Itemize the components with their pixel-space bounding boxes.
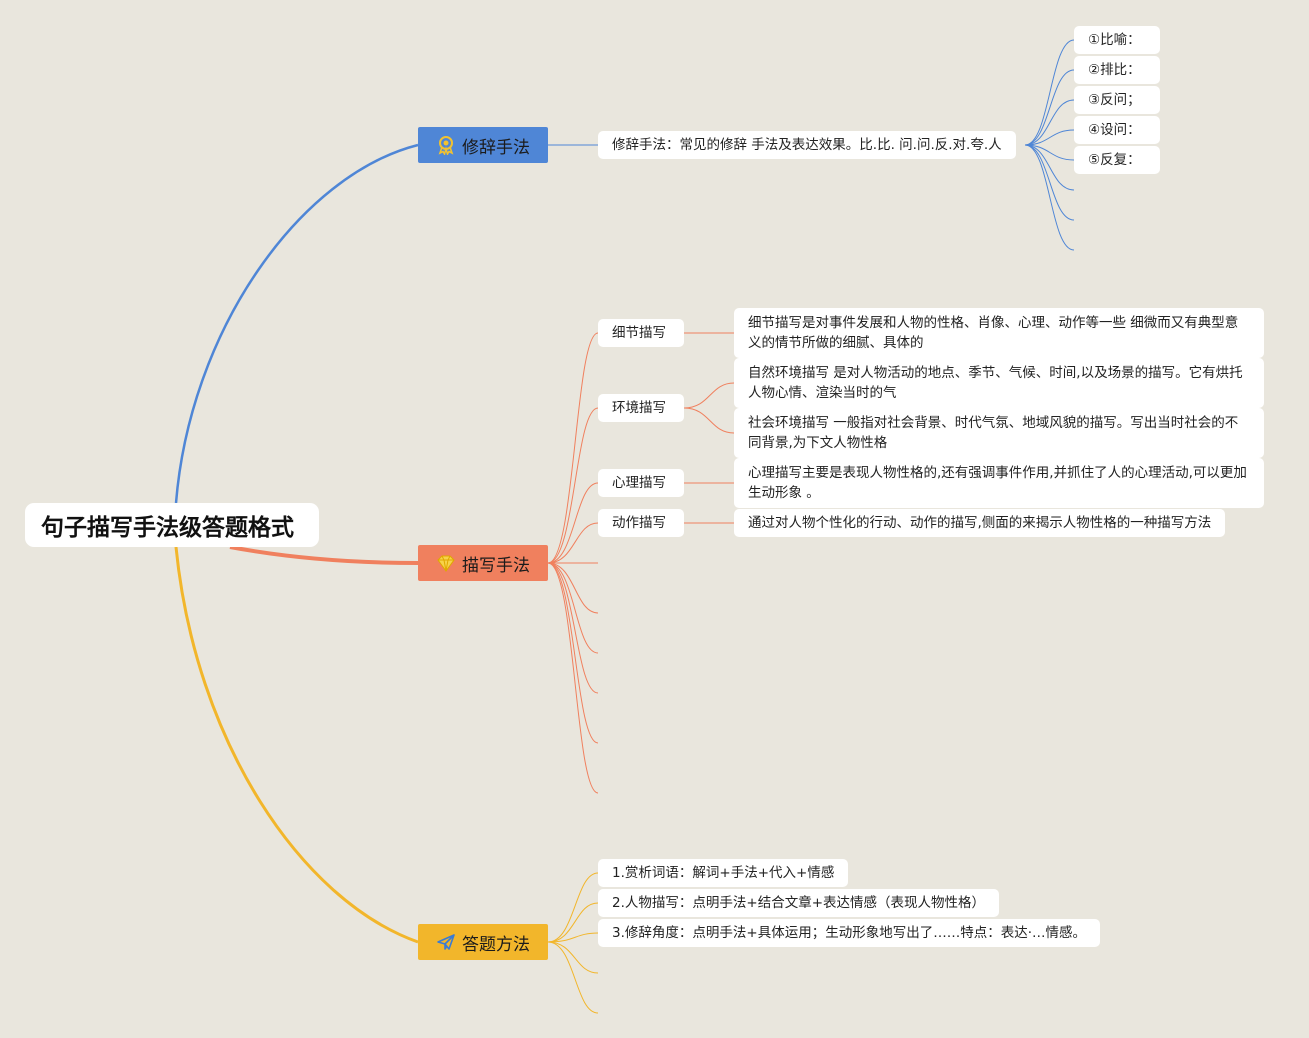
psychology-description-text[interactable]: 心理描写主要是表现人物性格的,还有强调事件作用,并抓住了人的心理活动,可以更加生… <box>734 458 1264 508</box>
branch-answer[interactable]: 答题方法 <box>418 924 548 960</box>
description-item-psychology[interactable]: 心理描写 <box>598 469 684 497</box>
branch-answer-label: 答题方法 <box>462 934 530 955</box>
diamond-icon <box>437 555 455 572</box>
branch-description-label: 描写手法 <box>462 555 530 576</box>
link-root-description <box>229 545 419 565</box>
description-item-links <box>547 332 735 794</box>
paper-plane-icon <box>437 934 455 950</box>
detail-description-text[interactable]: 细节描写是对事件发展和人物的性格、肖像、心理、动作等一些 细微而又有典型意义的情… <box>734 308 1264 358</box>
branch-rhetoric-label: 修辞手法 <box>462 137 530 158</box>
social-environment-text[interactable]: 社会环境描写 一般指对社会背景、时代气氛、地域风貌的描写。写出当时社会的不同背景… <box>734 408 1264 458</box>
description-item-environment[interactable]: 环境描写 <box>598 394 684 422</box>
rhetoric-item[interactable]: ⑤反复： <box>1074 146 1160 174</box>
root-topic[interactable]: 句子描写手法级答题格式 <box>25 503 319 547</box>
branch-description[interactable]: 描写手法 <box>418 545 548 581</box>
answer-item-links <box>547 872 599 1014</box>
description-item-detail[interactable]: 细节描写 <box>598 319 684 347</box>
answer-item[interactable]: 3.修辞角度：点明手法+具体运用；生动形象地写出了……特点：表达·…情感。 <box>598 919 1100 947</box>
rhetoric-item[interactable]: ④设问： <box>1074 116 1160 144</box>
ribbon-badge-icon <box>438 136 454 155</box>
rhetoric-item[interactable]: ①比喻： <box>1074 26 1160 54</box>
action-description-text[interactable]: 通过对人物个性化的行动、动作的描写,侧面的来揭示人物性格的一种描写方法 <box>734 509 1226 537</box>
answer-item[interactable]: 1.赏析词语：解词+手法+代入+情感 <box>598 859 849 887</box>
branch-rhetoric[interactable]: 修辞手法 <box>418 127 548 163</box>
rhetoric-item[interactable]: ②排比： <box>1074 56 1160 84</box>
rhetoric-item-links <box>1024 39 1075 251</box>
answer-item[interactable]: 2.人物描写：点明手法+结合文章+表达情感（表现人物性格） <box>598 889 1000 917</box>
rhetoric-summary[interactable]: 修辞手法：常见的修辞 手法及表达效果。比.比. 问.问.反.对.夸.人 <box>598 131 1016 159</box>
natural-environment-text[interactable]: 自然环境描写 是对人物活动的地点、季节、气候、时间,以及场景的描写。它有烘托人物… <box>734 358 1264 408</box>
description-item-action[interactable]: 动作描写 <box>598 509 684 537</box>
rhetoric-item[interactable]: ③反问； <box>1074 86 1160 114</box>
link-root-answer <box>174 546 419 944</box>
link-root-rhetoric <box>174 143 419 504</box>
